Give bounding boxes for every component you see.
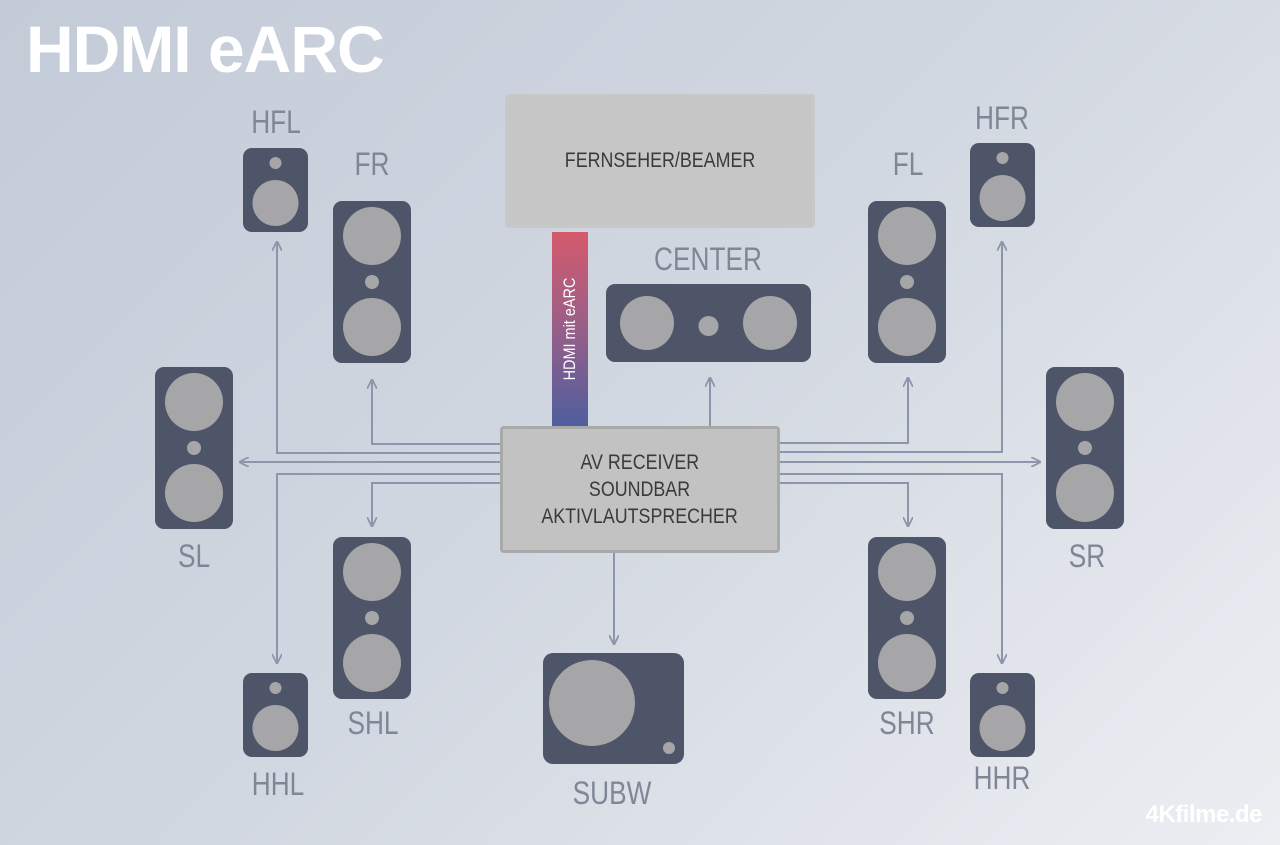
line-to-shr bbox=[780, 482, 908, 526]
speaker-subw bbox=[543, 653, 684, 764]
line-to-hhl bbox=[277, 473, 500, 663]
tv-label: FERNSEHER/BEAMER bbox=[564, 149, 756, 172]
speaker-fl bbox=[868, 201, 946, 363]
speaker-hfr bbox=[970, 143, 1035, 227]
line-to-hfl bbox=[277, 242, 500, 454]
line-to-fr bbox=[372, 380, 500, 445]
connection-lines bbox=[240, 242, 1040, 663]
speaker-sl bbox=[155, 367, 233, 529]
av-receiver-box: AV RECEIVER SOUNDBAR AKTIVLAUTSPRECHER bbox=[500, 426, 780, 553]
hdmi-earc-cable bbox=[552, 232, 588, 426]
label-hhr: HHR bbox=[973, 760, 1031, 796]
tv-projector-box: FERNSEHER/BEAMER bbox=[505, 94, 815, 228]
speaker-hfl bbox=[243, 148, 308, 232]
label-hhl: HHL bbox=[251, 766, 305, 802]
speaker-sr bbox=[1046, 367, 1124, 529]
speaker-hhr bbox=[970, 673, 1035, 757]
line-to-fl bbox=[780, 378, 908, 444]
label-sl: SL bbox=[177, 538, 211, 574]
label-fl: FL bbox=[892, 146, 924, 182]
brand-logo: 4Kfilme.de bbox=[1145, 801, 1263, 828]
receiver-line-3: AKTIVLAUTSPRECHER bbox=[541, 505, 739, 528]
speaker-shr bbox=[868, 537, 946, 699]
diagram-title: HDMI eARC bbox=[26, 12, 385, 86]
receiver-line-2: SOUNDBAR bbox=[589, 478, 691, 501]
label-subw: SUBW bbox=[572, 775, 652, 811]
label-center: CENTER bbox=[654, 241, 762, 277]
label-shr: SHR bbox=[879, 705, 935, 741]
speaker-shl bbox=[333, 537, 411, 699]
speaker-hhl bbox=[243, 673, 308, 757]
label-hfl: HFL bbox=[251, 104, 301, 140]
label-shl: SHL bbox=[347, 705, 399, 741]
label-hfr: HFR bbox=[975, 100, 1029, 136]
line-to-shl bbox=[372, 482, 500, 526]
label-fr: FR bbox=[354, 146, 390, 182]
line-to-hhr bbox=[780, 473, 1002, 663]
speaker-fr bbox=[333, 201, 411, 363]
speaker-center bbox=[606, 284, 811, 362]
label-sr: SR bbox=[1068, 538, 1106, 574]
line-to-hfr bbox=[780, 242, 1002, 453]
receiver-line-1: AV RECEIVER bbox=[580, 451, 700, 474]
